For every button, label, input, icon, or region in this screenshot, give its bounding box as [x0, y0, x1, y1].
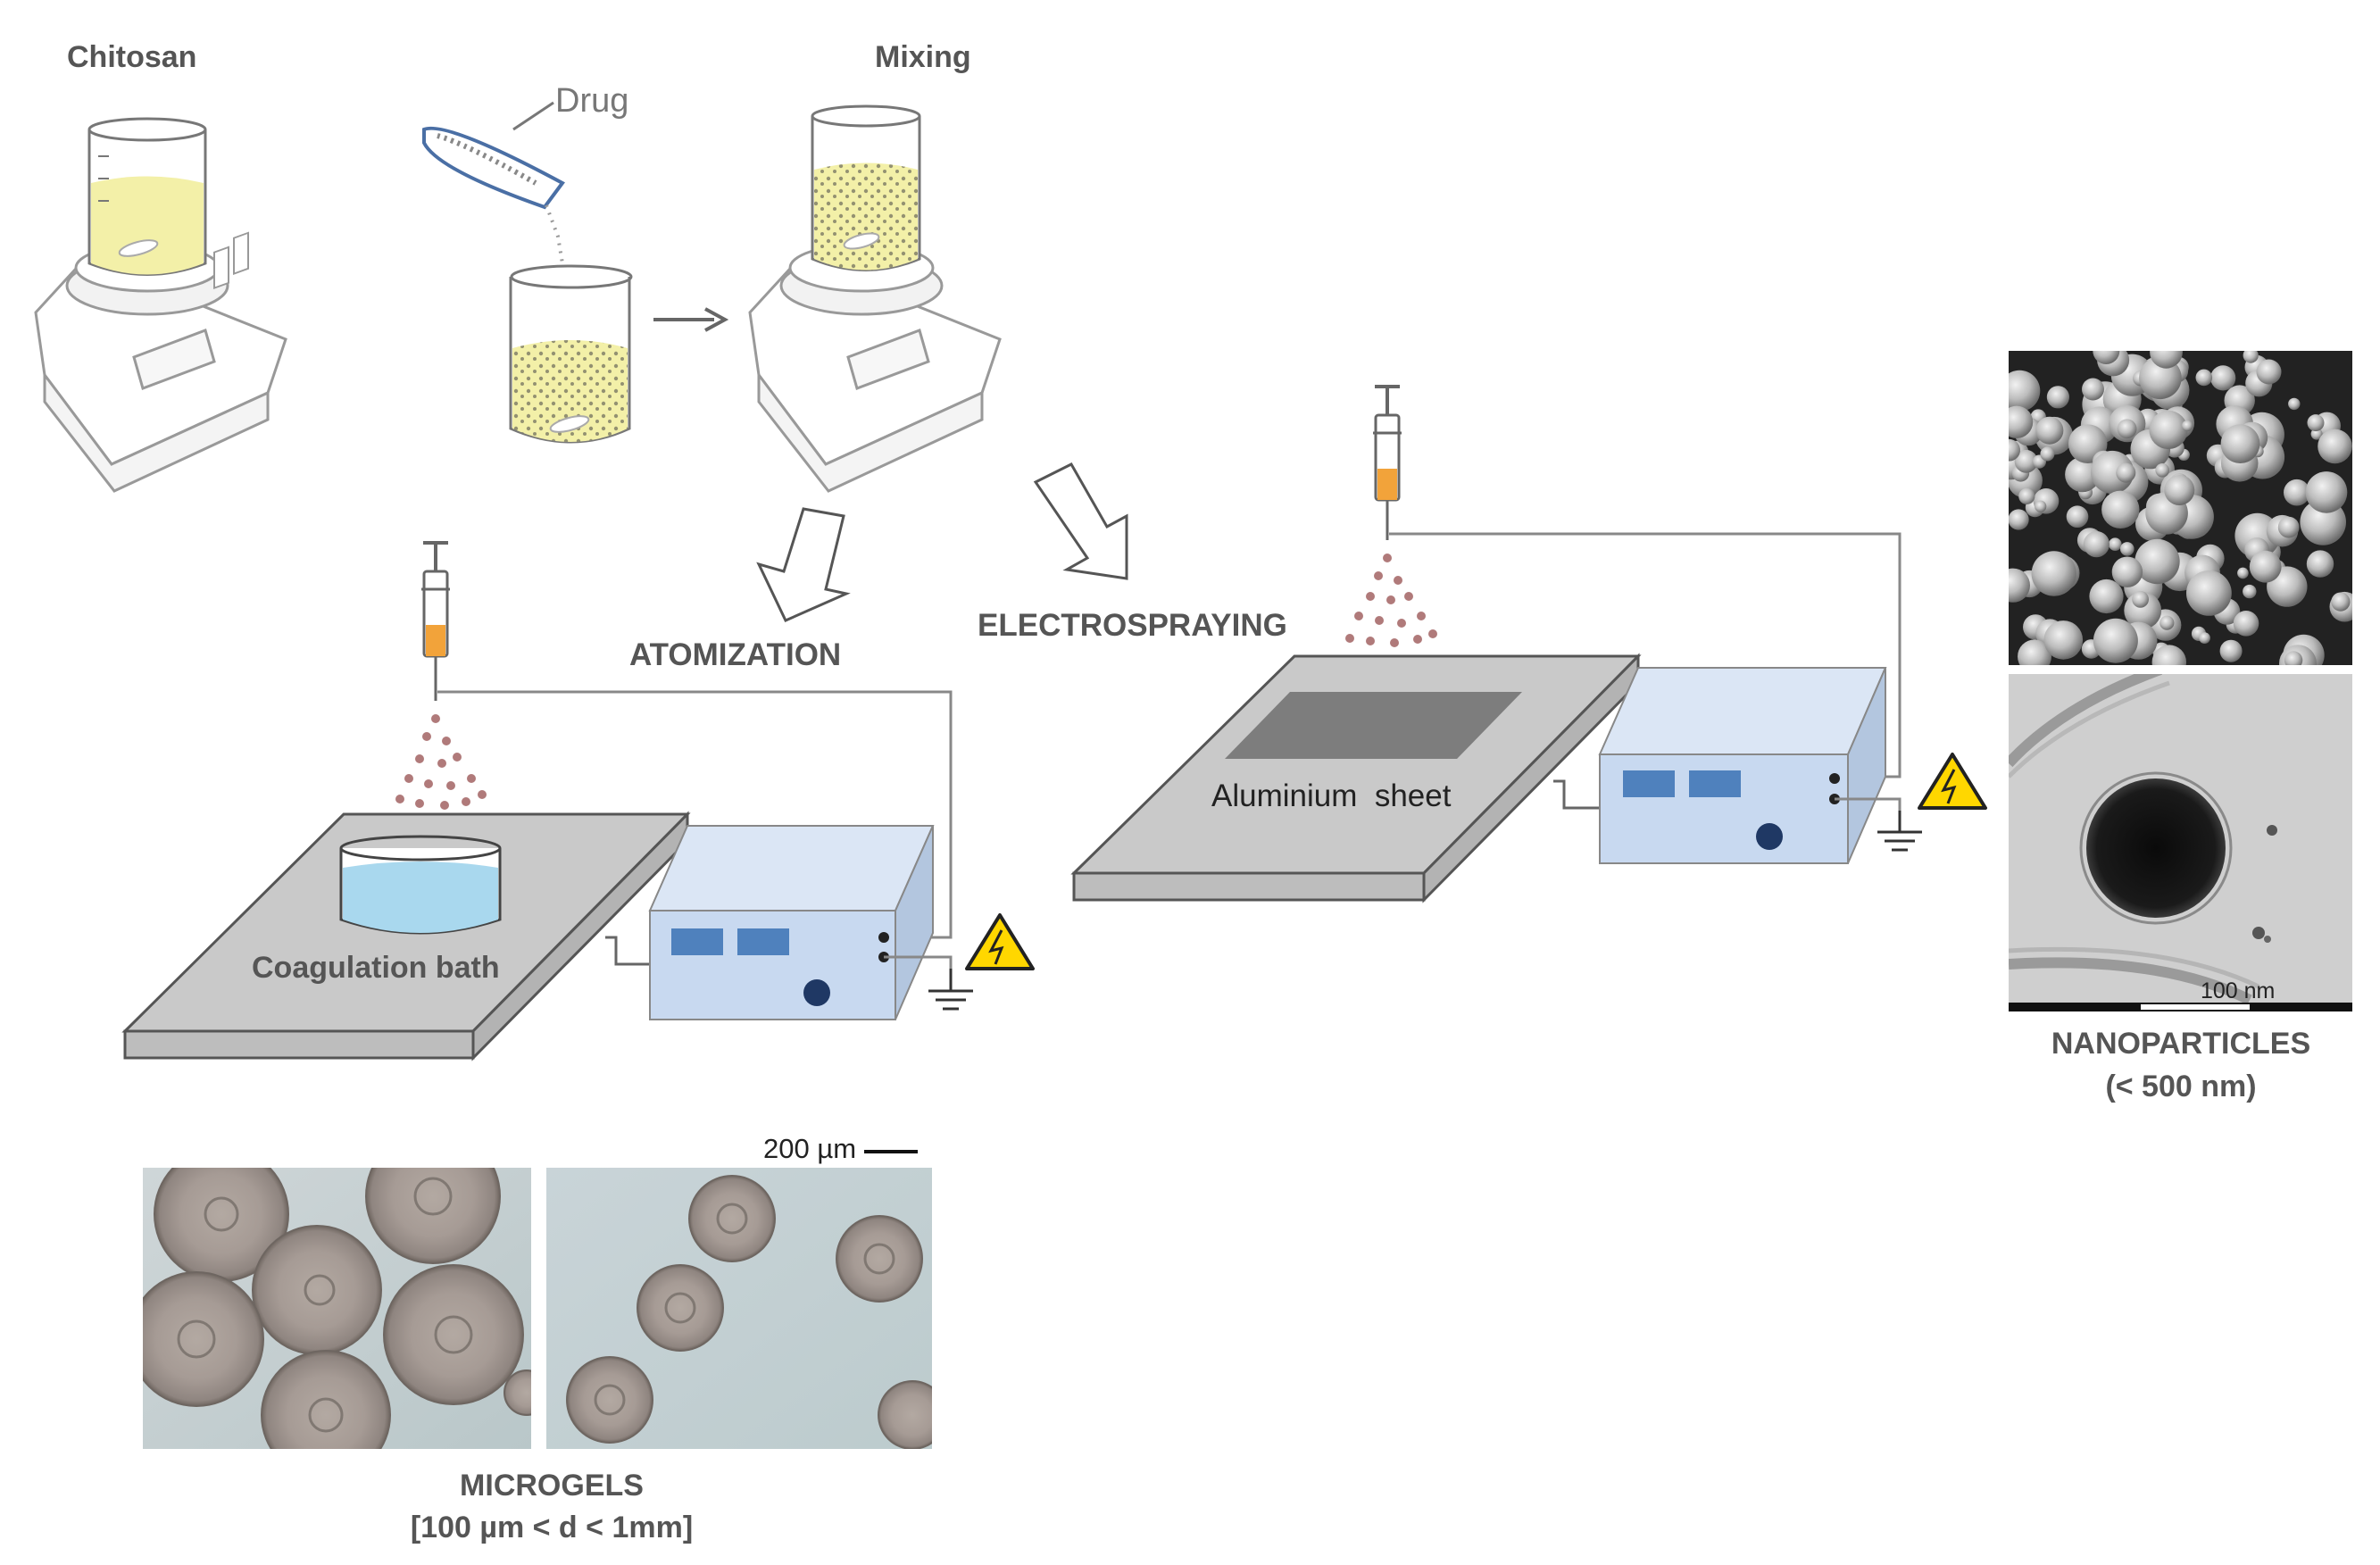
sem-particle	[2116, 462, 2136, 483]
sem-particle	[2331, 592, 2351, 612]
sem-particle	[2220, 424, 2260, 463]
aluminium-sheet	[1225, 692, 1522, 759]
syringe-icon	[1373, 385, 1402, 540]
sem-particle	[2009, 568, 2030, 603]
atomization-label: ATOMIZATION	[629, 637, 841, 672]
sem-particle	[2284, 479, 2310, 506]
coagulation-bath-label: Coagulation bath	[252, 951, 500, 985]
sem-particle	[2237, 567, 2249, 579]
stirrer-icon	[748, 243, 1002, 493]
sem-particle	[2093, 351, 2120, 364]
sem-particle	[2243, 584, 2257, 599]
electrospraying-label: ELECTROSPRAYING	[978, 608, 1287, 643]
sem-particle	[2109, 537, 2122, 551]
aluminium-sheet-label: Aluminium sheet	[1211, 778, 1452, 813]
sem-particle	[2277, 516, 2300, 538]
coagulation-bath	[339, 835, 502, 935]
sem-particle	[2035, 416, 2064, 445]
sem-micrograph	[2009, 351, 2352, 665]
sem-particle	[2256, 359, 2282, 385]
microgel-micrograph-1	[143, 1168, 531, 1449]
sem-particle	[2066, 505, 2089, 528]
sem-particle	[2035, 500, 2047, 512]
arrow-right-icon	[653, 307, 729, 332]
sem-particle	[2307, 414, 2325, 432]
sem-particle	[2233, 611, 2259, 637]
sem-particle	[2009, 370, 2041, 412]
sem-particle	[2305, 471, 2348, 513]
sem-particle	[2009, 405, 2034, 438]
sem-particle	[2117, 419, 2137, 439]
nanoparticles-title: NANOPARTICLES	[2051, 1027, 2310, 1061]
sem-particle	[2040, 446, 2055, 462]
sem-particle	[2132, 591, 2150, 608]
high-voltage-icon	[965, 913, 1035, 970]
mixing-label: Mixing	[875, 40, 971, 74]
sem-particle	[2009, 509, 2029, 530]
microgels-range: [100 µm < d < 1mm]	[411, 1511, 693, 1544]
power-supply-icon	[605, 825, 953, 1020]
sem-particle	[2288, 397, 2301, 411]
sem-particle	[2155, 463, 2169, 478]
ground-icon	[928, 969, 973, 1011]
microgel-micrograph-2	[546, 1168, 932, 1449]
sem-particle	[2151, 645, 2186, 665]
sem-particle	[2043, 620, 2084, 660]
high-voltage-icon	[1918, 753, 1987, 810]
sem-particle	[2150, 351, 2183, 369]
sem-particle	[2018, 639, 2051, 665]
sem-particle	[2009, 438, 2020, 462]
sem-particle	[2249, 550, 2282, 583]
sem-particle	[2219, 639, 2243, 662]
sem-particle	[2159, 615, 2175, 630]
sem-particle	[2186, 570, 2232, 616]
spray-droplets	[1345, 554, 1437, 647]
sem-particle	[2083, 531, 2110, 558]
sem-particle	[2111, 556, 2143, 587]
sem-particle	[2091, 450, 2135, 495]
ground-icon	[1877, 811, 1922, 852]
tem-micrograph	[2009, 674, 2352, 1011]
microgels-title: MICROGELS	[460, 1469, 644, 1503]
sem-particles	[2009, 351, 2352, 665]
sem-particle	[2089, 579, 2124, 614]
scale-bar-nano-label: 100 nm	[2201, 978, 2275, 1003]
sem-particle	[2093, 618, 2138, 663]
sem-particle	[2243, 351, 2259, 363]
arrow-down-icon	[1033, 462, 1128, 580]
sem-particle	[2164, 475, 2195, 505]
syringe-icon	[421, 541, 450, 701]
sem-particle	[2065, 456, 2101, 493]
sem-particle	[2018, 487, 2035, 505]
beaker-icon	[811, 104, 921, 271]
spatula-icon	[422, 101, 565, 264]
power-supply-icon	[1553, 667, 1902, 864]
sem-particle	[2182, 420, 2193, 432]
beaker-icon	[87, 117, 207, 276]
chitosan-label: Chitosan	[67, 40, 196, 74]
sem-particle	[2306, 550, 2334, 578]
sem-particle	[2031, 551, 2076, 596]
sem-particle	[2014, 449, 2038, 473]
sem-particle	[2046, 386, 2069, 409]
arrow-down-icon	[756, 507, 851, 622]
sem-particle	[2318, 429, 2352, 464]
stirrer-icon	[34, 231, 287, 493]
beaker-icon	[509, 264, 633, 444]
drug-label: Drug	[555, 82, 628, 120]
sem-particle	[2135, 538, 2180, 585]
nanoparticles-range: (< 500 nm)	[2105, 1070, 2256, 1103]
sem-particle	[2120, 542, 2135, 556]
sem-particle	[2101, 490, 2140, 529]
spray-droplets	[395, 714, 487, 810]
sem-particle	[2199, 632, 2210, 644]
sem-particle	[2210, 365, 2236, 391]
sem-particle	[2082, 378, 2104, 401]
sem-particle	[2195, 369, 2213, 387]
sem-particle	[2284, 651, 2303, 665]
scale-bar-micro-label: 200 µm	[763, 1133, 856, 1164]
sem-particle	[2149, 410, 2188, 450]
